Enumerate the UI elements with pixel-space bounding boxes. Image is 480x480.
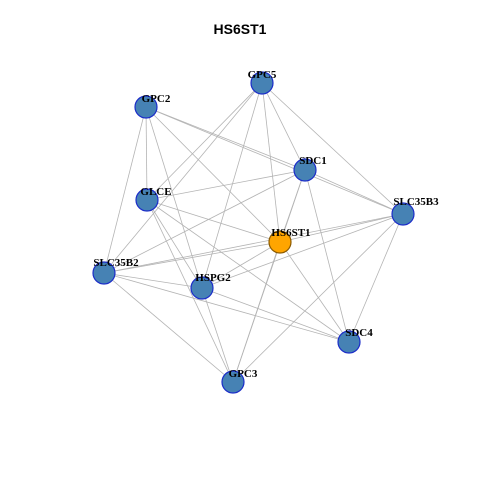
edge-sdc1-slc35b2 (103, 169, 306, 274)
node-sdc1 (293, 158, 317, 182)
edge-slc35b2-hspg2 (103, 272, 203, 289)
edge-gpc2-slc35b2 (103, 106, 147, 274)
edge-gpc2-glce (145, 106, 148, 201)
node-label-sdc1: SDC1 (299, 155, 327, 167)
node-slc35b3 (391, 202, 415, 226)
edge-gpc5-sdc1 (261, 82, 306, 171)
edge-slc35b2-gpc3 (103, 272, 234, 383)
edge-glce-gpc3 (146, 199, 234, 383)
node-gpc5 (250, 71, 274, 95)
edge-layer (103, 82, 404, 383)
node-sdc4 (337, 330, 361, 354)
chart-title: HS6ST1 (213, 21, 267, 37)
edge-hs6st1-gpc3 (232, 241, 281, 383)
node-label-gpc5: GPC5 (248, 69, 277, 81)
edge-slc35b3-gpc3 (232, 213, 404, 383)
node-layer (92, 71, 415, 394)
edge-gpc5-slc35b2 (103, 82, 263, 274)
node-glce (135, 188, 159, 212)
edge-slc35b2-sdc4 (103, 272, 350, 343)
edge-sdc1-slc35b3 (304, 169, 404, 215)
node-label-gpc3: GPC3 (229, 368, 258, 380)
node-gpc3 (221, 370, 245, 394)
edge-gpc5-slc35b3 (261, 82, 404, 215)
edge-gpc5-hs6st1 (261, 82, 281, 243)
edge-hs6st1-sdc4 (279, 241, 350, 343)
node-label-hs6st1: HS6ST1 (271, 227, 310, 239)
edge-gpc2-slc35b3 (145, 106, 404, 215)
node-hspg2 (190, 276, 214, 300)
node-label-slc35b2: SLC35B2 (93, 257, 139, 269)
node-hs6st1 (268, 230, 292, 254)
edge-gpc5-glce (146, 82, 263, 201)
node-label-sdc4: SDC4 (345, 327, 373, 339)
edge-slc35b3-sdc4 (348, 213, 404, 343)
node-label-glce: GLCE (140, 186, 171, 198)
node-gpc2 (134, 95, 158, 119)
node-label-hspg2: HSPG2 (195, 272, 231, 284)
edge-hspg2-sdc4 (201, 287, 350, 343)
edge-sdc1-glce (146, 169, 306, 201)
edge-slc35b3-slc35b2 (103, 213, 404, 274)
edge-sdc1-sdc4 (304, 169, 350, 343)
edge-slc35b3-hs6st1 (279, 213, 404, 243)
node-slc35b2 (92, 261, 116, 285)
edge-gpc2-sdc1 (145, 106, 306, 171)
node-label-gpc2: GPC2 (142, 93, 171, 105)
node-label-slc35b3: SLC35B3 (393, 196, 439, 208)
edge-glce-hs6st1 (146, 199, 281, 243)
edge-hspg2-gpc3 (201, 287, 234, 383)
edge-gpc2-hs6st1 (145, 106, 281, 243)
edge-hs6st1-hspg2 (201, 241, 281, 289)
edge-glce-hspg2 (146, 199, 203, 289)
edge-gpc2-hspg2 (145, 106, 203, 289)
edge-hs6st1-slc35b2 (103, 241, 281, 274)
edge-slc35b3-hspg2 (201, 213, 404, 289)
